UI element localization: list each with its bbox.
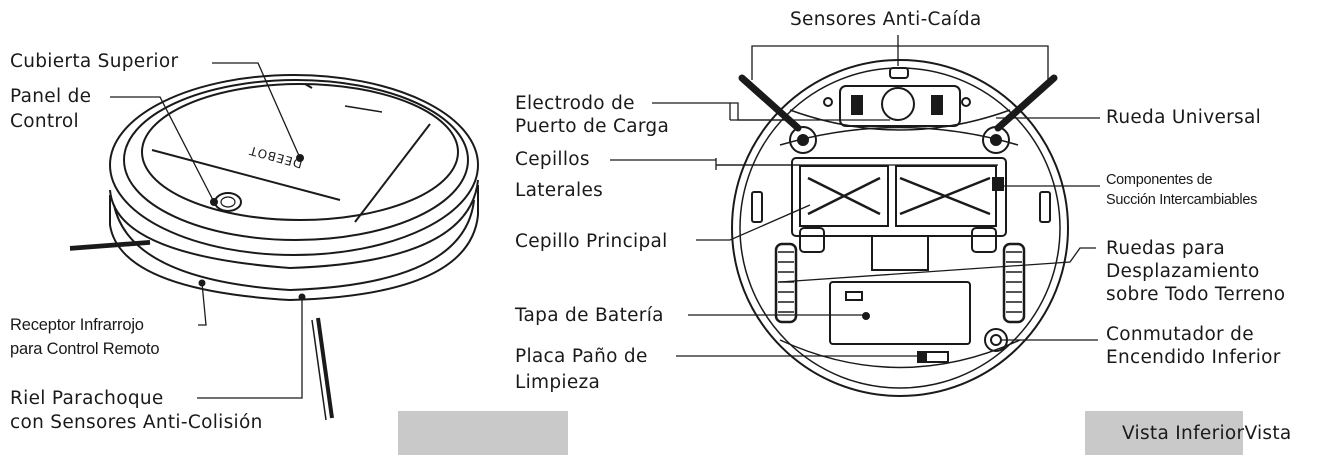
label-ir-receiver-line1: Receptor Infrarrojo <box>10 316 144 334</box>
label-top-cover: Cubierta Superior <box>10 51 179 72</box>
label-side-brushes-line2: Laterales <box>515 180 604 201</box>
label-terrain-wheels-line2: Desplazamiento <box>1106 261 1260 282</box>
view-tab-right-label: Vista InferiorVista <box>1122 423 1292 444</box>
label-mop-plate-line1: Placa Paño de <box>515 346 648 367</box>
label-suction-line1: Componentes de <box>1106 172 1213 188</box>
label-battery-cover: Tapa de Batería <box>515 305 664 326</box>
view-tab-left <box>398 411 568 455</box>
label-bumper-line1: Riel Parachoque <box>10 388 164 409</box>
label-ir-receiver-line2: para Control Remoto <box>10 340 160 358</box>
label-universal-wheel: Rueda Universal <box>1106 107 1262 128</box>
label-mop-plate-line2: Limpieza <box>515 372 601 393</box>
label-bottom-switch-line2: Encendido Inferior <box>1106 347 1281 368</box>
label-bumper-line2: con Sensores Anti-Colisión <box>10 412 263 433</box>
label-main-brush: Cepillo Principal <box>515 231 668 252</box>
label-charge-electrode-line1: Electrodo de <box>515 93 635 114</box>
label-charge-electrode-line2: Puerto de Carga <box>515 116 670 137</box>
label-terrain-wheels-line3: sobre Todo Terreno <box>1106 284 1286 305</box>
label-bottom-switch-line1: Conmutador de <box>1106 324 1254 345</box>
label-suction-line2: Succión Intercambiables <box>1106 192 1258 208</box>
view-tab-right <box>1085 411 1243 455</box>
label-control-panel-line2: Control <box>10 111 79 132</box>
label-cliff-sensors: Sensores Anti-Caída <box>790 9 982 30</box>
label-side-brushes-line1: Cepillos <box>515 149 590 170</box>
label-terrain-wheels-line1: Ruedas para <box>1106 238 1226 259</box>
label-control-panel-line1: Panel de <box>10 86 92 107</box>
